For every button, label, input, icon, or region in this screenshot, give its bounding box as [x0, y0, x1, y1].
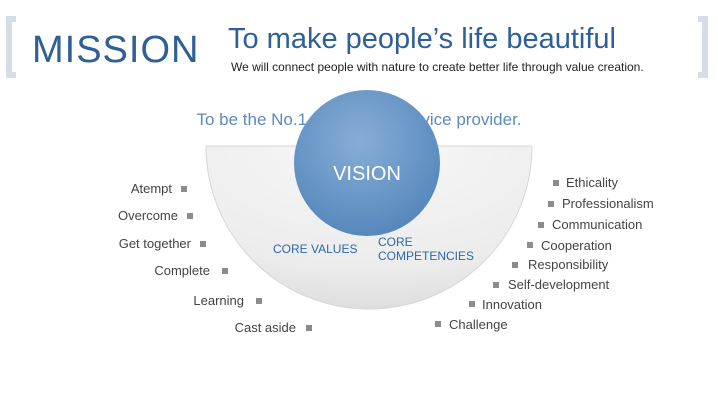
bullet-icon: [306, 325, 312, 331]
bullet-icon: [435, 321, 441, 327]
bullet-icon: [181, 186, 187, 192]
bullet-icon: [256, 298, 262, 304]
core-competency-item: Ethicality: [566, 175, 619, 190]
mission-heading: MISSION: [32, 29, 200, 71]
core-competencies-label-line2: COMPETENCIES: [378, 249, 475, 263]
core-value-item: Atempt: [130, 181, 172, 196]
bullet-icon: [187, 213, 193, 219]
core-values-label: CORE VALUES: [273, 242, 358, 256]
core-competencies-label-line1: CORE: [378, 235, 413, 249]
core-competency-item: Cooperation: [541, 238, 612, 253]
core-value-item: Get together: [118, 236, 191, 251]
mission-title: To make people’s life beautiful: [228, 23, 616, 55]
bullet-icon: [553, 180, 559, 186]
core-competency-item: Professionalism: [562, 196, 654, 211]
bullet-icon: [200, 241, 206, 247]
core-competency-item: Responsibility: [528, 257, 609, 272]
core-competency-item: Challenge: [449, 317, 508, 332]
vision-word: VISION: [333, 163, 401, 185]
right-bracket-decoration: [698, 16, 708, 78]
bullet-icon: [493, 282, 499, 288]
bullet-icon: [469, 301, 475, 307]
core-value-item: Learning: [193, 293, 244, 308]
core-value-item: Complete: [154, 263, 210, 278]
core-value-item: Overcome: [118, 208, 178, 223]
bullet-icon: [527, 242, 533, 248]
bullet-icon: [512, 262, 518, 268]
mission-description: We will connect people with nature to cr…: [231, 60, 644, 74]
core-competency-item: Communication: [552, 217, 643, 232]
core-competency-item: Innovation: [482, 297, 542, 312]
bullet-icon: [538, 222, 544, 228]
vision-circle: [294, 90, 440, 236]
core-competency-item: Self-development: [508, 277, 610, 292]
core-value-item: Cast aside: [234, 320, 296, 335]
left-bracket-decoration: [6, 16, 16, 78]
bullet-icon: [222, 268, 228, 274]
bullet-icon: [548, 201, 554, 207]
